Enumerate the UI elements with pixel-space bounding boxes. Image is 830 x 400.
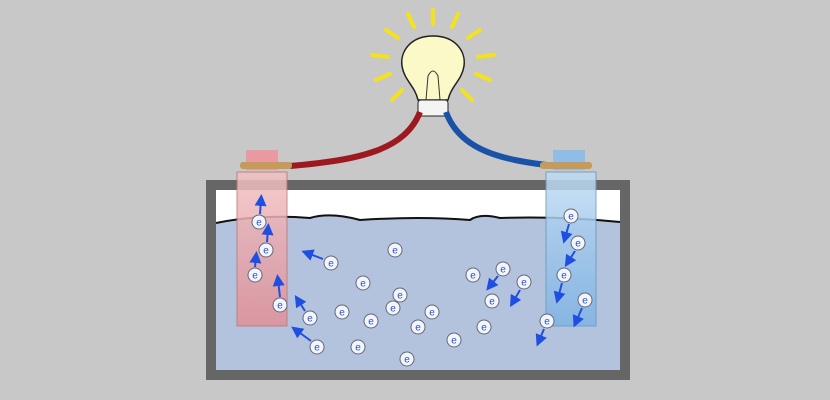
electron-arrow — [261, 223, 274, 243]
electron-label: e — [575, 239, 581, 250]
electron-label: e — [489, 297, 495, 308]
electron: e — [570, 235, 586, 251]
electron: e — [355, 275, 371, 291]
electron: e — [556, 267, 572, 283]
electron-label: e — [568, 212, 574, 223]
electron-label: e — [451, 336, 457, 347]
electron: e — [424, 304, 440, 320]
electron-arrow — [553, 282, 566, 304]
electron: e — [392, 287, 408, 303]
electron-label: e — [397, 291, 403, 302]
electron: e — [350, 339, 366, 355]
electron-arrow — [249, 251, 262, 268]
electron: e — [272, 297, 288, 313]
bulb-rays — [370, 8, 496, 102]
electron: e — [539, 313, 555, 329]
electron-label: e — [415, 323, 421, 334]
electron-label: e — [544, 317, 550, 328]
electron-arrow — [294, 294, 307, 312]
electron-arrow — [301, 249, 324, 261]
electron-label: e — [429, 308, 435, 319]
electron-label: e — [521, 278, 527, 289]
electron: e — [247, 267, 263, 283]
electron-label: e — [355, 343, 361, 354]
electron: e — [334, 304, 350, 320]
electron-arrow — [254, 194, 267, 215]
electron: e — [302, 310, 318, 326]
electron: e — [516, 274, 532, 290]
electron: e — [446, 332, 462, 348]
red-wire — [289, 110, 423, 169]
electron: e — [251, 214, 267, 230]
electron-label: e — [368, 317, 374, 328]
electron: e — [495, 261, 511, 277]
electron-label: e — [500, 265, 506, 276]
electron: e — [323, 255, 339, 271]
electron: e — [563, 208, 579, 224]
electron-label: e — [263, 246, 269, 257]
electron: e — [399, 351, 415, 367]
electron-arrow — [486, 275, 499, 291]
electrolyte — [216, 215, 620, 370]
electron-label: e — [392, 246, 398, 257]
electron-arrow — [291, 326, 312, 342]
electron-label: e — [470, 271, 476, 282]
electron: e — [577, 292, 593, 308]
electron-label: e — [582, 296, 588, 307]
electron-arrow — [560, 223, 573, 244]
electron-label: e — [390, 304, 396, 315]
electron: e — [258, 242, 274, 258]
electron-flow-arrows — [249, 194, 584, 347]
electron-label: e — [561, 271, 567, 282]
electron-arrow — [509, 289, 522, 308]
light-bulb — [370, 8, 496, 117]
electron-label: e — [252, 271, 258, 282]
electron: e — [387, 242, 403, 258]
electron: e — [385, 300, 401, 316]
electron: e — [309, 339, 325, 355]
electron: e — [465, 267, 481, 283]
electron-label: e — [328, 259, 334, 270]
electron-label: e — [307, 314, 313, 325]
electron-arrow — [572, 307, 584, 328]
blue-wire — [443, 110, 556, 169]
electron: e — [476, 319, 492, 335]
electron-label: e — [277, 301, 283, 312]
electron-label: e — [339, 308, 345, 319]
electron-label: e — [314, 343, 320, 354]
electron: e — [410, 319, 426, 335]
electron-arrow — [564, 250, 577, 268]
electron-arrow — [535, 328, 547, 347]
electron-arrow — [272, 274, 285, 298]
electron-label: e — [404, 355, 410, 366]
electron-label: e — [256, 218, 262, 229]
electron: e — [484, 293, 500, 309]
electron-label: e — [481, 323, 487, 334]
electron: e — [363, 313, 379, 329]
electron-label: e — [360, 279, 366, 290]
